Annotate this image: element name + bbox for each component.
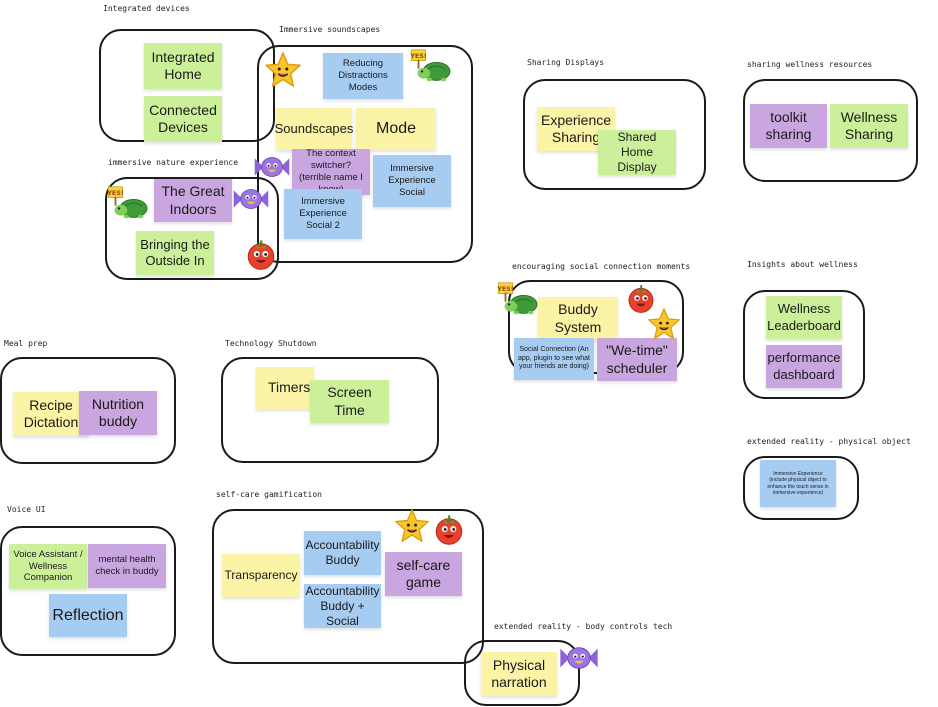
note-we-time[interactable]: "We-time" scheduler	[597, 338, 677, 381]
label-meal-prep: Meal prep	[4, 339, 48, 348]
cluster-insights-wellness	[743, 290, 865, 399]
label-sharing-displays: Sharing Displays	[527, 58, 605, 67]
note-toolkit-sharing[interactable]: toolkit sharing	[750, 104, 827, 148]
note-self-care-game[interactable]: self-care game	[385, 552, 462, 596]
cluster-encouraging-social	[508, 280, 684, 374]
note-mode[interactable]: Mode	[356, 108, 436, 150]
note-wellness-sharing[interactable]: Wellness Sharing	[830, 104, 908, 148]
note-screen-time[interactable]: Screen Time	[310, 380, 389, 423]
note-accountability-buddy[interactable]: Accountability Buddy	[304, 531, 381, 575]
note-recipe-dictation[interactable]: Recipe Dictation	[13, 392, 89, 436]
note-shared-home-display[interactable]: Shared Home Display	[598, 130, 676, 175]
note-mental-health[interactable]: mental health check in buddy	[88, 544, 166, 588]
note-timers[interactable]: Timers	[256, 367, 314, 409]
label-encouraging-social: encouraging social connection moments	[512, 262, 691, 271]
candy-sticker-icon	[253, 154, 291, 180]
note-soundscapes[interactable]: Soundscapes	[275, 108, 353, 150]
star-sticker-icon	[647, 307, 681, 341]
cluster-extended-reality-physical	[743, 456, 859, 520]
cluster-immersive-soundscapes	[257, 45, 473, 263]
cluster-technology-shutdown	[221, 357, 439, 463]
label-immersive-soundscapes: Immersive soundscapes	[279, 25, 381, 34]
note-wellness-leaderboard[interactable]: Wellness Leaderboard	[766, 296, 842, 339]
note-immersive-social[interactable]: Immersive Experience Social	[373, 155, 451, 207]
label-self-care: self-care gamification	[216, 490, 322, 499]
label-insights-wellness: Insights about wellness	[747, 260, 858, 269]
yes-turtle-sticker-icon	[106, 185, 152, 221]
note-accountability-social[interactable]: Accountability Buddy + Social	[304, 583, 381, 628]
yes-turtle-sticker-icon	[496, 281, 542, 317]
note-integrated-home[interactable]: Integrated Home	[144, 43, 222, 89]
note-great-indoors[interactable]: The Great Indoors	[154, 179, 232, 222]
cluster-self-care	[212, 509, 484, 664]
star-sticker-icon	[264, 51, 302, 89]
label-voice-ui: Voice UI	[7, 505, 46, 514]
cluster-meal-prep	[0, 357, 176, 464]
cluster-sharing-wellness	[743, 79, 918, 182]
label-sharing-wellness: sharing wellness resources	[747, 60, 873, 69]
cluster-sharing-displays	[523, 79, 706, 190]
note-transparency[interactable]: Transparency	[222, 554, 300, 597]
note-reducing-distractions[interactable]: Reducing Distractions Modes	[323, 53, 403, 99]
yes-turtle-sticker-icon	[409, 48, 455, 84]
note-physical-narration[interactable]: Physical narration	[481, 652, 557, 696]
note-performance-dashboard[interactable]: performance dashboard	[766, 345, 842, 388]
candy-sticker-icon	[232, 186, 270, 212]
candy-sticker-icon	[558, 644, 600, 672]
label-integrated-devices: Integrated devices	[103, 4, 190, 13]
note-immersive-physical[interactable]: Immersive Experience (include physical o…	[760, 460, 836, 507]
note-bringing-outside[interactable]: Bringing the Outside In	[136, 231, 214, 275]
star-sticker-icon	[394, 508, 430, 544]
note-nutrition-buddy[interactable]: Nutrition buddy	[79, 391, 157, 435]
label-immersive-nature: immersive nature experience	[108, 158, 239, 167]
label-extended-reality-physical: extended reality - physical object	[747, 437, 911, 446]
label-extended-reality-body: extended reality - body controls tech	[494, 622, 673, 631]
tomato-sticker-icon	[432, 510, 466, 548]
note-voice-assistant[interactable]: Voice Assistant / Wellness Companion	[9, 544, 87, 589]
note-connected-devices[interactable]: Connected Devices	[144, 96, 222, 142]
note-social-connection[interactable]: Social Connection (An app, plugin to see…	[514, 338, 594, 380]
cluster-voice-ui	[0, 526, 176, 656]
note-buddy-system[interactable]: Buddy System	[538, 297, 618, 340]
note-reflection[interactable]: Reflection	[49, 594, 127, 637]
tomato-sticker-icon	[244, 235, 278, 273]
label-technology-shutdown: Technology Shutdown	[225, 339, 317, 348]
cluster-immersive-nature	[105, 177, 279, 280]
note-immersive-social-2[interactable]: Immersive Experience Social 2	[284, 189, 362, 239]
cluster-extended-reality-body	[464, 640, 580, 706]
